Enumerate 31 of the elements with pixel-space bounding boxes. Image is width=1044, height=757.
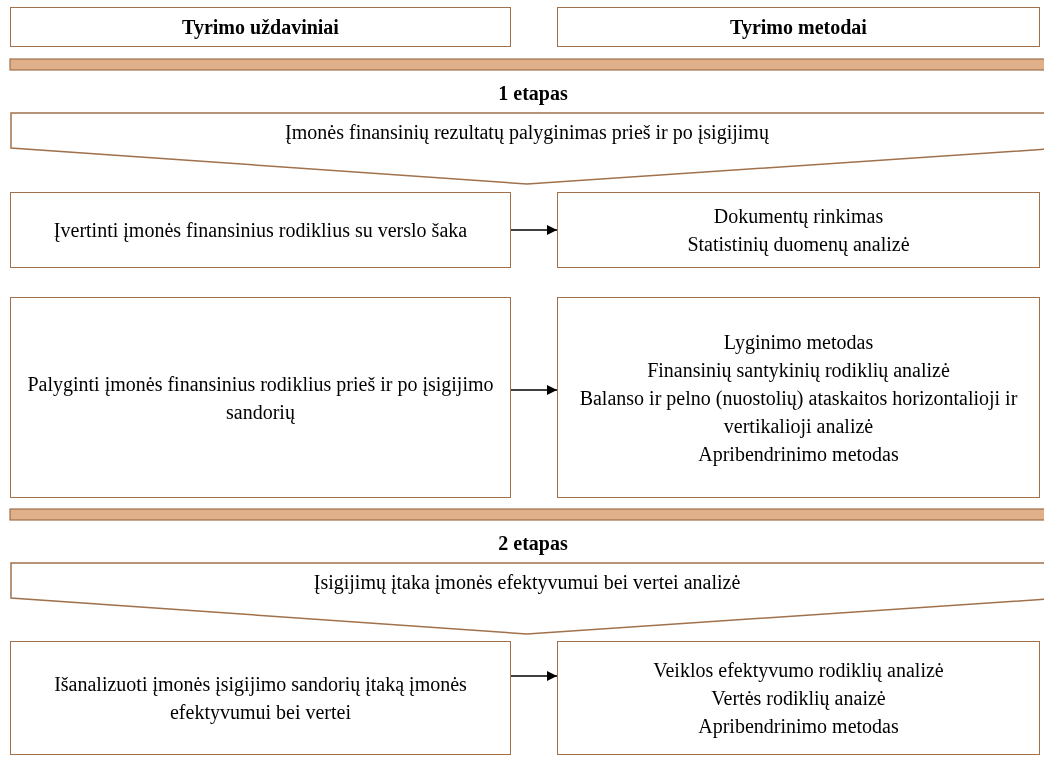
box-text: Įvertinti įmonės finansinius rodiklius su verslo šaka xyxy=(52,218,469,244)
stage-label: 1 etapas xyxy=(497,81,569,106)
stage-title: Įsigijimų įtaka įmonės efektyvumui bei vertei analizė xyxy=(312,570,742,596)
task-box xyxy=(10,192,511,268)
box-text: Vertės rodiklių anaizė xyxy=(710,686,887,712)
box-text: Apribendrinimo metodas xyxy=(697,714,900,740)
stage-label: 2 etapas xyxy=(497,531,569,556)
task-box xyxy=(10,297,511,498)
box-text: Dokumentų rinkimas xyxy=(712,204,885,230)
stage-title: Įmonės finansinių rezultatų palyginimas prieš ir po įsigijimų xyxy=(284,120,770,146)
stage-chevron xyxy=(10,112,1044,184)
box-text: Balanso ir pelno (nuostolių) ataskaitos horizontalioji ir vertikalioji analizė xyxy=(578,385,1019,440)
method-box xyxy=(557,641,1040,755)
arrow xyxy=(510,384,558,396)
column-header: Tyrimo metodai xyxy=(729,15,868,41)
arrow xyxy=(510,224,558,236)
box-text: Veiklos efektyvumo rodiklių analizė xyxy=(652,658,945,684)
stage-chevron xyxy=(10,562,1044,634)
column-header: Tyrimo uždaviniai xyxy=(181,15,340,41)
task-box xyxy=(10,641,511,755)
arrow xyxy=(510,670,558,682)
column-header-box xyxy=(10,7,511,47)
column-header-box xyxy=(557,7,1040,47)
box-text: Finansinių santykinių rodiklių analizė xyxy=(646,357,951,384)
box-text: Lyginimo metodas xyxy=(722,329,875,356)
box-text: Išanalizuoti įmonės įsigijimo sandorių įtaką įmonės efektyvumui bei vertei xyxy=(53,672,468,726)
method-box xyxy=(557,297,1040,498)
box-text: Apribendrinimo metodas xyxy=(697,441,900,468)
box-text: Palyginti įmonės finansinius rodiklius prieš ir po įsigijimo sandorių xyxy=(26,371,495,426)
box-text: Statistinių duomenų analizė xyxy=(686,232,911,258)
method-box xyxy=(557,192,1040,268)
